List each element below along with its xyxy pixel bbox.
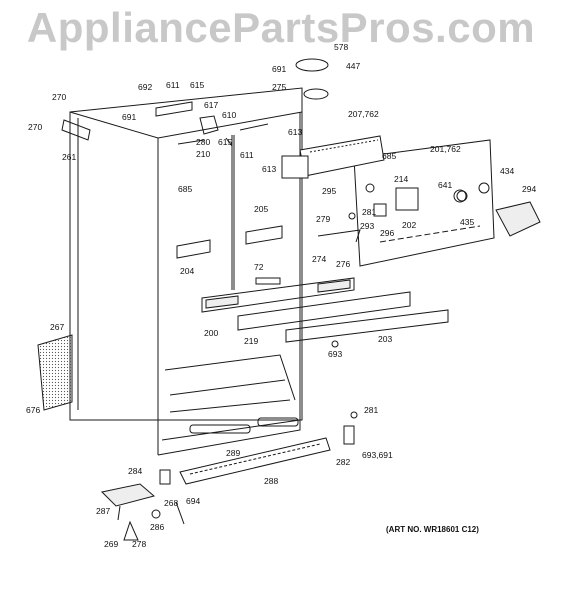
part-label-278: 278 xyxy=(132,539,146,549)
part-label-617: 617 xyxy=(204,100,218,110)
bracket-205 xyxy=(245,225,283,245)
part-label-274: 274 xyxy=(312,254,326,264)
part-label-281: 281 xyxy=(364,405,378,415)
part-label-201-762: 201,762 xyxy=(430,144,461,154)
part-label-203: 203 xyxy=(378,334,392,344)
part-label-685: 685 xyxy=(382,151,396,161)
part-label-294: 294 xyxy=(522,184,536,194)
part-label-692: 692 xyxy=(138,82,152,92)
rail-219 xyxy=(237,291,411,331)
part-label-693-691: 693,691 xyxy=(362,450,393,460)
rail-203 xyxy=(285,309,449,343)
part-label-615: 615 xyxy=(218,137,232,147)
part-label-296: 296 xyxy=(380,228,394,238)
part-label-287: 287 xyxy=(96,506,110,516)
part-label-267: 267 xyxy=(50,322,64,332)
duct-207 xyxy=(281,135,385,179)
part-label-268: 268 xyxy=(164,498,178,508)
part-label-207-762: 207,762 xyxy=(348,109,379,119)
part-label-435: 435 xyxy=(460,217,474,227)
part-label-611: 611 xyxy=(166,80,180,90)
part-label-204: 204 xyxy=(180,266,194,276)
part-label-641: 641 xyxy=(438,180,452,190)
cabinet-liner xyxy=(69,87,303,456)
part-label-578: 578 xyxy=(334,42,348,52)
part-label-676: 676 xyxy=(26,405,40,415)
part-label-613: 613 xyxy=(262,164,276,174)
grille-267 xyxy=(37,334,73,411)
part-label-219: 219 xyxy=(244,336,258,346)
part-label-610: 610 xyxy=(222,110,236,120)
part-label-611: 611 xyxy=(240,150,254,160)
part-label-613: 613 xyxy=(288,127,302,137)
part-label-289: 289 xyxy=(226,448,240,458)
roller-287 xyxy=(100,483,156,521)
lamp-shield-294 xyxy=(495,201,541,237)
part-label-691: 691 xyxy=(122,112,136,122)
part-label-280: 280 xyxy=(196,137,210,147)
part-label-210: 210 xyxy=(196,149,210,159)
part-label-447: 447 xyxy=(346,61,360,71)
small-parts xyxy=(61,58,490,541)
art-number: (ART NO. WR18601 C12) xyxy=(386,525,479,534)
bracket-204 xyxy=(176,239,211,259)
part-label-691: 691 xyxy=(272,64,286,74)
part-label-269: 269 xyxy=(104,539,118,549)
part-label-615: 615 xyxy=(190,80,204,90)
part-label-282: 282 xyxy=(336,457,350,467)
rail-200 xyxy=(201,277,355,313)
part-label-261: 261 xyxy=(62,152,76,162)
part-label-72: 72 xyxy=(254,262,264,272)
part-label-693: 693 xyxy=(328,349,342,359)
part-label-286: 286 xyxy=(150,522,164,532)
watermark: AppliancePartsPros.com xyxy=(26,4,536,51)
part-label-279: 279 xyxy=(316,214,330,224)
part-label-202: 202 xyxy=(402,220,416,230)
part-label-275: 275 xyxy=(272,82,286,92)
part-label-281: 281 xyxy=(362,207,376,217)
part-label-205: 205 xyxy=(254,204,268,214)
part-label-284: 284 xyxy=(128,466,142,476)
part-label-214: 214 xyxy=(394,174,408,184)
part-label-685: 685 xyxy=(178,184,192,194)
part-label-295: 295 xyxy=(322,186,336,196)
part-label-694: 694 xyxy=(186,496,200,506)
part-label-270: 270 xyxy=(52,92,66,102)
part-label-288: 288 xyxy=(264,476,278,486)
part-label-276: 276 xyxy=(336,259,350,269)
part-label-270: 270 xyxy=(28,122,42,132)
toe-grille-288 xyxy=(179,437,331,485)
part-label-200: 200 xyxy=(204,328,218,338)
part-label-434: 434 xyxy=(500,166,514,176)
part-label-293: 293 xyxy=(360,221,374,231)
